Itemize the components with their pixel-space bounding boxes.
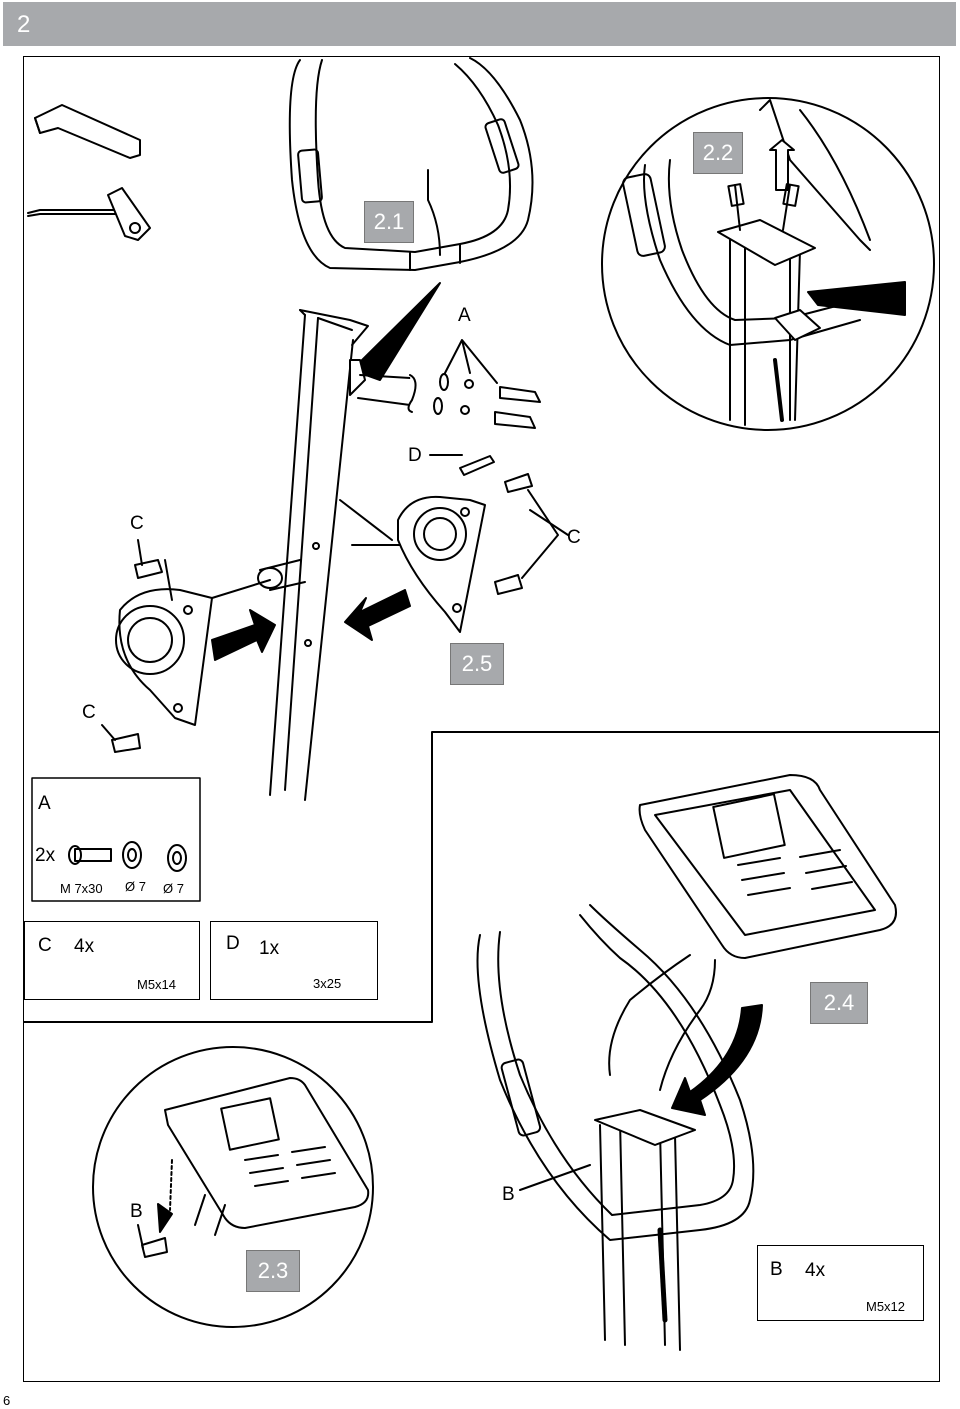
callout-b-left: B (130, 1201, 143, 1222)
bolt-m7-icon (68, 845, 112, 865)
callout-b-right: B (502, 1184, 515, 1205)
parts-box-b (757, 1245, 924, 1321)
handlebar-upper (288, 57, 534, 271)
parts-c-size: M5x14 (137, 977, 177, 992)
step-label-2-3: 2.3 (246, 1250, 300, 1292)
upright-post (269, 309, 369, 801)
parts-a-letter: A (38, 793, 51, 814)
parts-a-qty: 2x (35, 845, 56, 866)
allen-key-icon (34, 104, 141, 159)
parts-b-qty: 4x (805, 1260, 826, 1281)
lock-washer-icon (122, 841, 142, 869)
parts-c-qty: 4x (74, 936, 95, 957)
callout-c-right: C (567, 527, 581, 548)
callout-c-left: C (130, 513, 144, 534)
detail-circle-2-2 (601, 97, 935, 431)
step-label-2-4: 2.4 (810, 982, 868, 1024)
illustration-frame (23, 56, 940, 1382)
page-number: 6 (3, 1393, 11, 1408)
arrow-right-icon (211, 609, 276, 661)
parts-box-c (24, 921, 200, 1000)
step-header: 2 (3, 2, 956, 46)
arrow-down-icon (671, 1004, 763, 1116)
mount-plate-right (339, 455, 559, 633)
callout-a: A (458, 305, 471, 326)
flat-washer-icon (167, 844, 187, 872)
parts-a-bolt-size: M 7x30 (60, 881, 103, 896)
parts-box-a-border (31, 777, 201, 902)
callout-d: D (408, 445, 422, 466)
bolt-a-group (357, 339, 541, 429)
parts-b-letter: B (770, 1259, 783, 1280)
handlebar-lower (476, 904, 755, 1351)
parts-d-letter: D (226, 933, 240, 954)
parts-a-washer2-size: Ø 7 (163, 881, 184, 896)
step-label-2-1: 2.1 (364, 201, 414, 243)
parts-box-d (210, 921, 378, 1000)
parts-a-washer1-size: Ø 7 (125, 879, 146, 894)
region-divider (23, 731, 939, 1023)
pointer-triangle (351, 282, 441, 381)
parts-d-qty: 1x (259, 938, 280, 959)
parts-b-size: M5x12 (866, 1299, 906, 1314)
console-2-4 (638, 774, 897, 959)
parts-c-letter: C (38, 935, 52, 956)
parts-d-size: 3x25 (313, 976, 342, 991)
step-label-2-2: 2.2 (693, 132, 743, 174)
arrow-left-icon (344, 589, 411, 641)
step-number: 2 (17, 11, 31, 38)
callout-c-bottom: C (82, 702, 96, 723)
socket-wrench-icon (27, 187, 151, 241)
step-label-2-5: 2.5 (450, 643, 504, 685)
detail-circle-2-3 (92, 1046, 374, 1328)
